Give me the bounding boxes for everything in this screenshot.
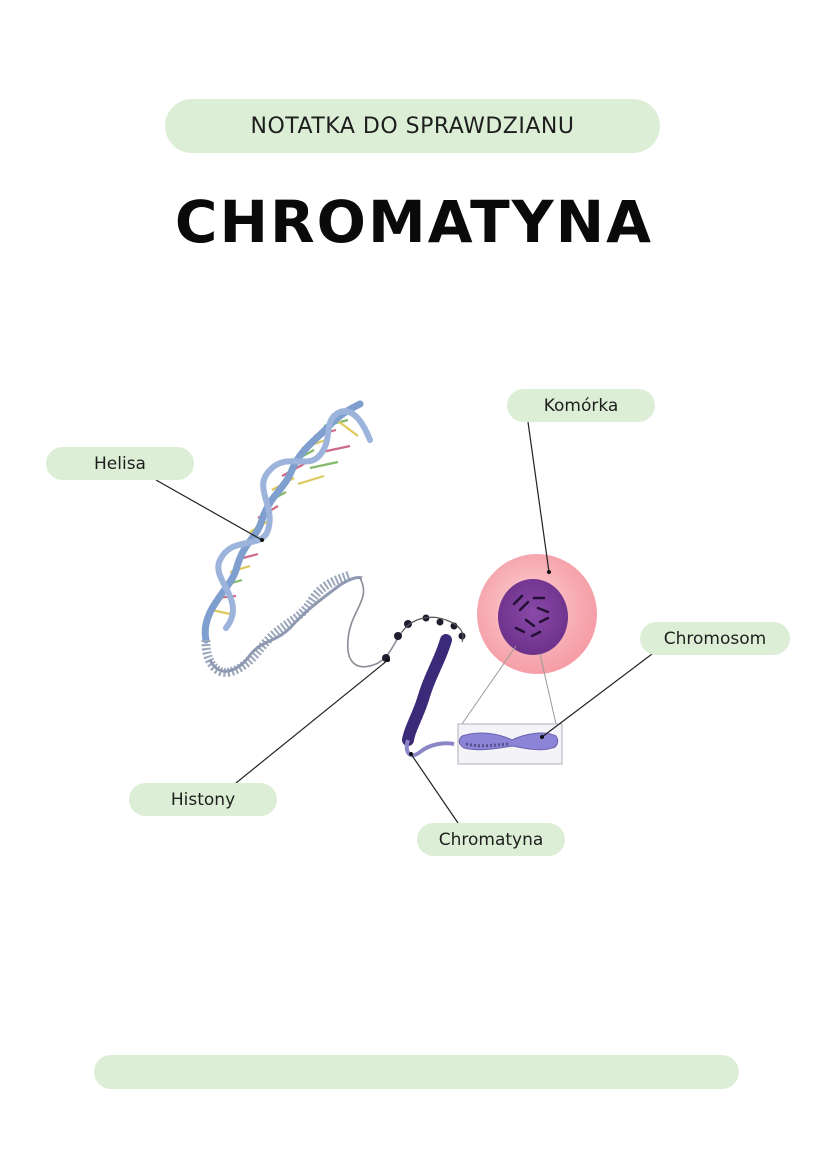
label-chromosom: Chromosom: [640, 622, 790, 655]
header-pill: NOTATKA DO SPRAWDZIANU: [165, 99, 660, 153]
histones: [382, 614, 466, 662]
label-helisa: Helisa: [46, 447, 194, 480]
dna-helix: [201, 400, 403, 677]
cell: [477, 554, 597, 674]
chromatin-fiber: [402, 634, 455, 758]
footer-bar: [94, 1055, 739, 1089]
label-histony-text: Histony: [170, 789, 236, 810]
label-chromosom-text: Chromosom: [663, 628, 767, 649]
label-chromatyna-text: Chromatyna: [438, 829, 544, 850]
label-chromatyna: Chromatyna: [417, 823, 565, 856]
label-helisa-text: Helisa: [94, 453, 146, 474]
page-title: CHROMATYNA: [174, 188, 654, 256]
label-komorka: Komórka: [507, 389, 655, 422]
leader-lines: [155, 421, 653, 824]
label-komorka-text: Komórka: [543, 395, 619, 416]
header-subtitle: NOTATKA DO SPRAWDZIANU: [250, 113, 575, 139]
label-histony: Histony: [129, 783, 277, 816]
chromosome: [457, 723, 563, 765]
